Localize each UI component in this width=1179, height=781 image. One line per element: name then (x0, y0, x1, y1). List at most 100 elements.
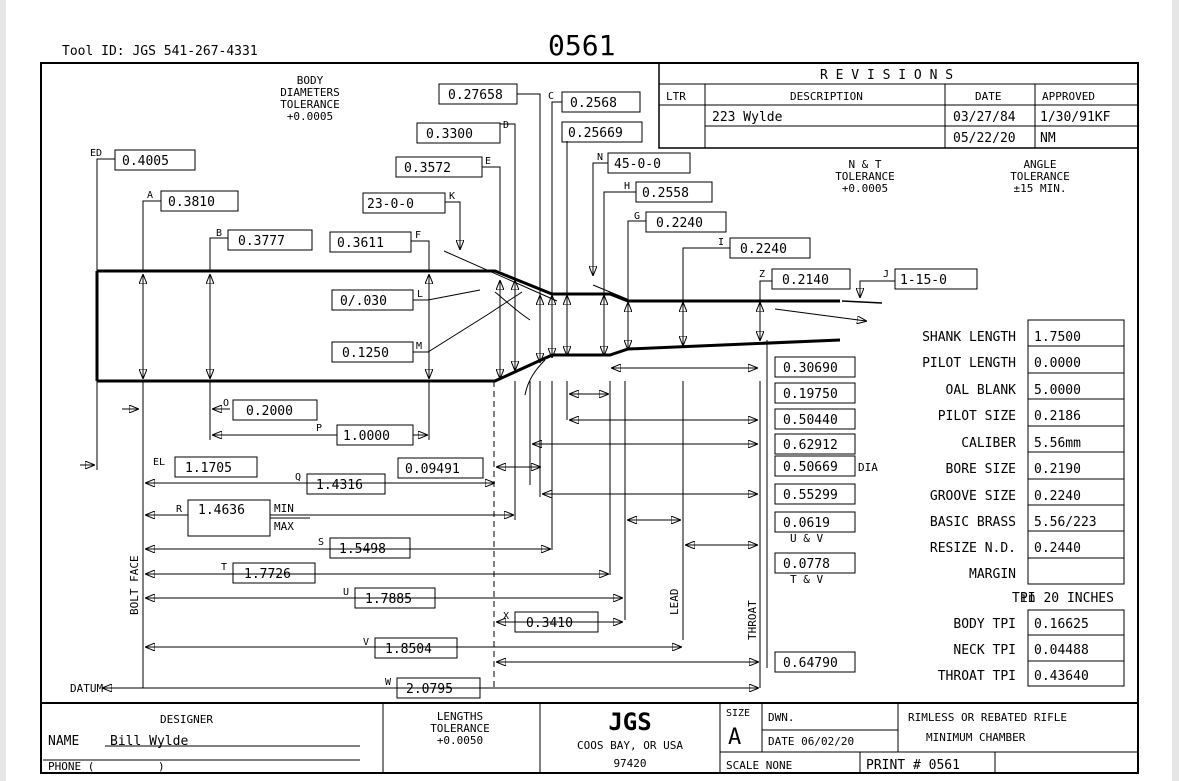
spec-label-groove: GROOVE SIZE (930, 489, 1016, 504)
svg-text:DIAMETERS: DIAMETERS (280, 86, 340, 99)
dim-f: 0.3611 (337, 236, 384, 251)
svg-text:±15 MIN.: ±15 MIN. (1014, 182, 1067, 195)
tag-d: D (503, 120, 509, 131)
dim-w: 2.0795 (406, 682, 453, 697)
dim-x: 0.3410 (526, 616, 573, 631)
dim-c2: 0.2568 (570, 96, 617, 111)
spec-value-caliber: 5.56mm (1034, 436, 1081, 451)
tag-m: M (416, 341, 422, 352)
dim-q2: 0.09491 (405, 462, 460, 477)
tag-z: Z (759, 269, 765, 280)
dim-e: 0.3572 (404, 161, 451, 176)
col-approved: APPROVED (1042, 90, 1095, 103)
spec-value-oal: 5.0000 (1034, 383, 1081, 398)
description-line-1: RIMLESS OR REBATED RIFLE (908, 711, 1067, 724)
tag-f: F (415, 230, 421, 241)
drawing-number: 0561 (548, 29, 615, 62)
spec-value-pilot-length: 0.0000 (1034, 356, 1081, 371)
dim-r2: 0.19750 (783, 387, 838, 402)
phone-label: PHONE ( (48, 760, 94, 773)
rev-description: 223 Wylde (712, 110, 783, 125)
tag-s: S (318, 537, 324, 548)
col-description: DESCRIPTION (790, 90, 863, 103)
diameter-arrows (143, 275, 760, 378)
svg-text:TOLERANCE: TOLERANCE (280, 98, 340, 111)
dim-a: 0.3810 (168, 195, 215, 210)
dim-t: 1.7726 (244, 567, 291, 582)
zip-text: 97420 (613, 757, 646, 770)
tag-i: I (718, 237, 724, 248)
svg-text:TOLERANCE: TOLERANCE (835, 170, 895, 183)
dim-b: 0.3777 (238, 234, 285, 249)
tag-x: X (503, 611, 509, 622)
dim-v: 1.8504 (385, 642, 432, 657)
tool-id: Tool ID: JGS 541-267-4331 (62, 44, 258, 59)
name-value: Bill Wylde (110, 734, 188, 749)
tag-a: A (147, 190, 153, 201)
label-min: MIN (274, 502, 294, 515)
jgs-logo: JGS (608, 708, 651, 736)
specs-table: SHANK LENGTH PILOT LENGTH OAL BLANK PILO… (922, 319, 1125, 585)
title-block: DESIGNER NAME Bill Wylde PHONE ( ) LENGT… (41, 702, 1138, 773)
spec-value-bore: 0.2190 (1034, 462, 1081, 477)
dim-p: 1.0000 (343, 429, 390, 444)
tag-h: H (624, 181, 630, 192)
dim-r1: 0.30690 (783, 361, 838, 376)
svg-text:N & T: N & T (848, 158, 881, 171)
tag-e: E (485, 156, 491, 167)
tag-p: P (316, 423, 322, 434)
spec-label-oal: OAL BLANK (946, 383, 1017, 398)
left-frame-edge (0, 0, 6, 781)
body-tolerance-note: BODY DIAMETERS TOLERANCE +0.0005 (280, 74, 340, 123)
tag-j: J (883, 269, 889, 280)
tpi-value-neck: 0.04488 (1034, 643, 1089, 658)
dim-d: 0.3300 (426, 127, 473, 142)
dim-k: 23-0-0 (367, 197, 414, 212)
spec-label-pilot-size: PILOT SIZE (938, 409, 1016, 424)
dim-r: 1.4636 (198, 503, 245, 518)
svg-text:+0.0050: +0.0050 (437, 734, 483, 747)
dim-r6: 0.55299 (783, 488, 838, 503)
dim-r4: 0.62912 (783, 438, 838, 453)
svg-text:TOLERANCE: TOLERANCE (1010, 170, 1070, 183)
dim-c3: 0.25669 (568, 126, 623, 141)
svg-text:BODY: BODY (297, 74, 324, 87)
tpi-label-throat: THROAT TPI (938, 669, 1016, 684)
scale-text: SCALE NONE (726, 759, 792, 772)
label-uv: U & V (790, 532, 823, 545)
svg-text:LENGTHS: LENGTHS (437, 710, 483, 723)
dim-u: 1.7885 (365, 592, 412, 607)
dim-ed: 0.4005 (122, 154, 169, 169)
dim-i: 0.2240 (740, 242, 787, 257)
rev-date-2: 05/22/20 (953, 131, 1016, 146)
extension-lines (142, 340, 768, 688)
dim-r9: 0.64790 (783, 656, 838, 671)
dim-r3: 0.50440 (783, 413, 838, 428)
tag-v: V (363, 637, 369, 648)
nt-tolerance-note: N & T TOLERANCE +0.0005 (835, 158, 895, 195)
svg-text:ANGLE: ANGLE (1023, 158, 1056, 171)
tag-q: Q (295, 472, 301, 483)
angle-tolerance-note: ANGLE TOLERANCE ±15 MIN. (1010, 158, 1070, 195)
rev-approved-2: NM (1040, 131, 1056, 146)
dim-g: 0.2240 (656, 216, 703, 231)
chamber-profile (95, 269, 841, 383)
svg-text:+0.0005: +0.0005 (287, 110, 333, 123)
tag-ed: ED (90, 148, 102, 159)
dim-r5: 0.50669 (783, 460, 838, 475)
print-number: PRINT # 0561 (866, 758, 960, 773)
label-dia: DIA (858, 461, 878, 474)
dim-z: 0.2140 (782, 273, 829, 288)
revisions-table: R E V I S I O N S LTR DESCRIPTION DATE A… (658, 62, 1139, 149)
dim-s: 1.5498 (339, 542, 386, 557)
dwn-label: DWN. (768, 711, 795, 724)
label-datum: DATUM (70, 682, 103, 695)
dimension-value-boxes (114, 83, 978, 699)
tpi-value-throat: 0.43640 (1034, 669, 1089, 684)
dim-j: 1-15-0 (900, 273, 947, 288)
drawing-border (40, 62, 1139, 774)
spec-label-brass: BASIC BRASS (930, 515, 1016, 530)
phone-close: ) (158, 760, 165, 773)
tag-el: EL (153, 457, 165, 468)
